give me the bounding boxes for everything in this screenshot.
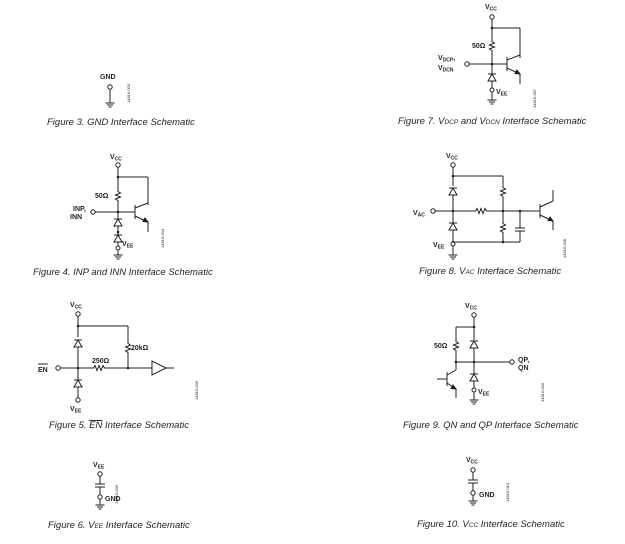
vee-label: VEE <box>478 389 490 398</box>
ground-symbol <box>448 254 458 260</box>
diode <box>469 373 479 382</box>
figure-code: 14816-007 <box>532 88 537 108</box>
ground-symbol <box>468 500 478 506</box>
figure-caption: Figure 5. EN Interface Schematic <box>49 420 189 431</box>
resistor-250-ohm <box>91 365 107 371</box>
vcc-label: VCC <box>466 457 478 466</box>
figure-caption: Figure 8. VAC Interface Schematic <box>419 266 561 277</box>
diode <box>469 340 479 349</box>
figure-code: 14816-006 <box>114 484 119 504</box>
diode <box>448 187 458 196</box>
ground-symbol <box>469 399 479 405</box>
gnd-label: GND <box>100 74 116 81</box>
vee-label: VEE <box>496 89 508 98</box>
figure-code: 14816-009 <box>540 382 545 402</box>
figure-caption: Figure 9. QN and QP Interface Schematic <box>403 420 579 431</box>
en-label: EN <box>38 367 48 374</box>
resistor-50-ohm <box>115 189 121 203</box>
figure-7-vdcp-vdcn: VCC 50Ω VDCP, VDCN VEE 14816-007 Figure … <box>398 4 587 127</box>
ground-symbol <box>487 99 497 105</box>
figure-8-vac: VCC VAC <box>413 153 567 277</box>
vee-label: VEE <box>122 241 134 250</box>
figure-code: 14816-008 <box>562 238 567 258</box>
figure-code: 14816-005 <box>194 380 199 400</box>
inp-label: INP <box>73 206 85 213</box>
resistor-50-ohm <box>489 39 495 53</box>
vcc-label: VCC <box>446 153 458 162</box>
figure-6-vee: VEE GND 14816-006 Figure 6. VEE Interfac… <box>48 462 190 531</box>
diode <box>487 73 497 82</box>
resistor-20k <box>125 341 131 355</box>
figure-3-gnd: GND 14816-003 Figure 3. GND Interface Sc… <box>47 74 195 128</box>
figure-5-en: VCC 20kΩ EN 250Ω VEE 14816-005 Figure 5.… <box>38 302 199 431</box>
resistor-50-ohm <box>453 339 459 353</box>
svg-text:,: , <box>84 206 86 213</box>
vcc-label: VCC <box>110 154 122 163</box>
vcc-label: VCC <box>465 303 477 312</box>
diode <box>448 222 458 231</box>
ground-symbol <box>113 254 123 260</box>
figure-4-inp-inn: VCC 50Ω INP INN , VEE 14816-004 <box>33 154 213 278</box>
figure-caption: Figure 7. VDCP and VDCN Interface Schema… <box>398 116 587 127</box>
diode <box>73 339 83 348</box>
figure-caption: Figure 3. GND Interface Schematic <box>47 117 195 128</box>
resistor <box>500 221 506 235</box>
figure-caption: Figure 6. VEE Interface Schematic <box>48 520 190 531</box>
figure-10-vcc: VCC GND 14816-010 Figure 10. VCC Interfa… <box>417 457 565 530</box>
resistor-label: 20kΩ <box>131 345 149 352</box>
diode <box>73 379 83 388</box>
figure-caption: Figure 4. INP and INN Interface Schemati… <box>33 267 213 278</box>
figure-code: 14816-003 <box>126 83 131 103</box>
resistor-label: 50Ω <box>434 343 448 350</box>
resistor-label: 50Ω <box>95 193 109 200</box>
ground-symbol <box>95 504 105 510</box>
qn-label: QN <box>518 365 529 372</box>
vcc-label: VCC <box>485 4 497 13</box>
resistor-label: 250Ω <box>92 358 110 365</box>
vee-label: VEE <box>70 406 82 415</box>
gnd-label: GND <box>479 492 495 499</box>
buffer-symbol <box>151 360 168 376</box>
vdcp-label: VDCP, <box>438 55 455 64</box>
inn-label: INN <box>70 214 82 221</box>
figure-9-qn-qp: VCC 50Ω QP, QN VEE 14816-009 Figure 9. Q… <box>403 303 579 431</box>
vcc-label: VCC <box>70 302 82 311</box>
vdcn-label: VDCN <box>438 65 454 74</box>
resistor-label: 50Ω <box>472 43 486 50</box>
gnd-terminal <box>107 84 113 90</box>
vee-label: VEE <box>93 462 105 471</box>
gnd-label: GND <box>105 496 121 503</box>
vcc-terminal <box>115 162 121 168</box>
diode <box>113 234 123 243</box>
diode <box>113 218 123 227</box>
vee-label: VEE <box>433 242 445 251</box>
input-terminal <box>90 209 96 215</box>
vac-label: VAC <box>413 210 425 219</box>
ground-symbol <box>105 102 115 108</box>
figure-code: 14816-004 <box>160 228 165 248</box>
qp-label: QP, <box>518 357 529 364</box>
figure-caption: Figure 10. VCC Interface Schematic <box>417 519 565 530</box>
resistor <box>500 185 506 199</box>
figure-code: 14816-010 <box>505 482 510 502</box>
resistor <box>473 208 489 214</box>
